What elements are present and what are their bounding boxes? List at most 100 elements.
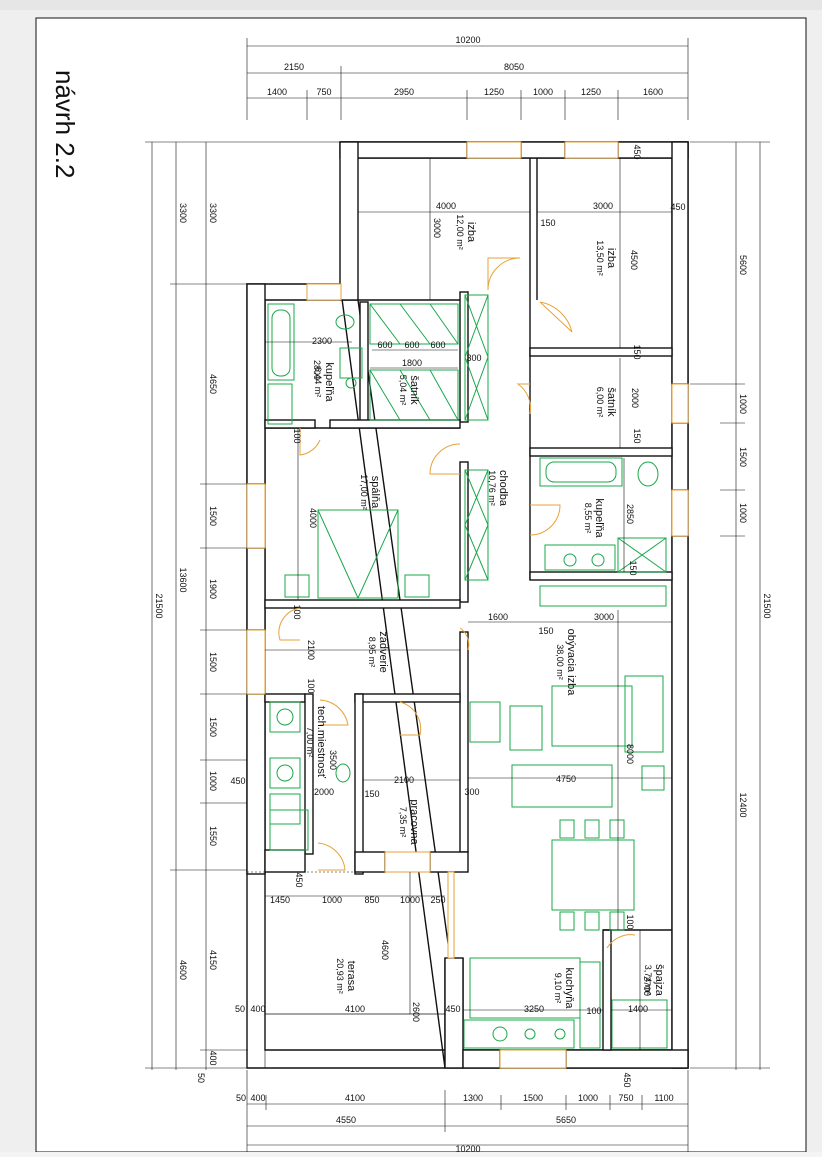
room-area: 17,00 m² — [359, 474, 369, 510]
dim-bot-total: 10200 — [455, 1144, 480, 1152]
room-name: izba — [465, 222, 477, 243]
dim-1400: 1400 — [628, 1004, 648, 1014]
dim-zad-h: 2100 — [306, 640, 316, 660]
dim-top-2950: 2950 — [394, 87, 414, 97]
dim-left-1000: 1000 — [208, 771, 218, 791]
room-name: kuchyňa — [563, 968, 575, 1010]
dim-izba1-w: 4000 — [436, 201, 456, 211]
dim-bot-4550: 4550 — [336, 1115, 356, 1125]
dim-top-1250b: 1250 — [581, 87, 601, 97]
room-area: 13,50 m² — [595, 240, 605, 276]
dim-150e: 150 — [538, 626, 553, 636]
dim-bot-400: 400 — [250, 1093, 265, 1103]
dim-100c: 100 — [306, 678, 316, 693]
room-name: izba — [605, 248, 617, 269]
dim-spal-h: 4000 — [308, 508, 318, 528]
room-name: špajza — [653, 964, 665, 997]
dims-top: 10200 2150 8050 1400 750 2950 1250 1000 … — [246, 35, 689, 120]
drawing-frame — [35, 17, 807, 1153]
room-area: 9,10 m² — [553, 973, 563, 1004]
dim-bot-1000: 1000 — [578, 1093, 598, 1103]
room-name: tech.miestnosť — [315, 706, 327, 779]
room-spajza: špajza 3,74 m² — [643, 964, 665, 997]
dim-left-4600: 4600 — [178, 960, 188, 980]
room-area: 12,00 m² — [455, 214, 465, 250]
room-izba-1: izba 12,00 m² — [455, 214, 477, 250]
room-name: spálňa — [369, 476, 381, 509]
dim-left-3300b: 3300 — [208, 203, 218, 223]
furniture — [267, 294, 668, 1049]
room-name: kupeľňa — [593, 498, 605, 538]
dim-3000: 3000 — [594, 612, 614, 622]
dim-left-1550: 1550 — [208, 826, 218, 846]
dim-bot-4100: 4100 — [345, 1093, 365, 1103]
room-area: 7,35 m² — [398, 807, 408, 838]
dim-450c: 450 — [230, 776, 245, 786]
dim-150d: 150 — [628, 560, 638, 575]
room-izba-2: izba 13,50 m² — [595, 240, 617, 276]
dim-4750: 4750 — [556, 774, 576, 784]
room-pracovna: pracovna 7,35 m² — [398, 799, 420, 845]
room-name: zádverie — [377, 631, 389, 673]
room-labels: izba 12,00 m² izba 13,50 m² kupeľňa 6,44… — [305, 214, 665, 1009]
room-tech-miestnost: tech.miestnosť 7,00 m² — [305, 706, 327, 779]
dim-450b: 450 — [670, 202, 685, 212]
dim-ter-250: 250 — [430, 895, 445, 905]
dim-ter-1000b: 1000 — [400, 895, 420, 905]
dim-450f: 450 — [622, 1072, 632, 1087]
room-area: 3,74 m² — [643, 965, 653, 996]
room-area: 5,04 m² — [398, 375, 408, 406]
dim-left-50: 50 — [196, 1073, 206, 1083]
dim-sat-600c: 600 — [430, 340, 445, 350]
room-area: 6,00 m² — [595, 387, 605, 418]
room-satnik-2: šatník 6,00 m² — [595, 387, 617, 418]
dim-bot-1300: 1300 — [463, 1093, 483, 1103]
dims-left: 21500 3300 13600 4600 3300 4650 1500 190… — [145, 141, 340, 1083]
room-name: kupeľňa — [323, 362, 335, 402]
dim-top-1000: 1000 — [533, 87, 553, 97]
dim-100e: 100 — [586, 1006, 601, 1016]
dim-left-400: 400 — [208, 1050, 218, 1065]
dim-450a: 450 — [632, 144, 642, 159]
room-terasa: terasa 20,93 m² — [335, 958, 357, 994]
dim-400: 400 — [250, 1004, 265, 1014]
dim-300a: 300 — [466, 353, 481, 363]
room-area: 20,93 m² — [335, 958, 345, 994]
dim-sat-600b: 600 — [404, 340, 419, 350]
dim-sat-w: 1800 — [402, 358, 422, 368]
dim-2700: 2700 — [642, 976, 652, 996]
dim-sat2-h: 2000 — [630, 388, 640, 408]
interior-dims: 4000 3000 3000 4500 450 450 150 2300 280… — [230, 144, 685, 1087]
room-zadverie: zádverie 8,95 m² — [367, 631, 389, 673]
dim-bot-1100: 1100 — [654, 1093, 673, 1103]
dim-right-total: 21500 — [762, 593, 772, 618]
room-area: 38,00 m² — [555, 644, 565, 680]
dim-ter-1000a: 1000 — [322, 895, 342, 905]
dim-left-13600: 13600 — [178, 567, 188, 592]
dim-150a: 150 — [540, 218, 555, 228]
dim-top-total: 10200 — [455, 35, 480, 45]
dim-kup1-h: 2800 — [312, 360, 322, 380]
dims-right: 21500 5600 12400 1000 1500 1000 — [690, 141, 772, 1070]
room-obyvacia-izba: obývacia izba 38,00 m² — [555, 629, 577, 697]
room-name: šatník — [605, 387, 617, 417]
dim-left-3300a: 3300 — [178, 203, 188, 223]
windows — [246, 141, 689, 1069]
top-strip — [0, 0, 822, 10]
room-area: 8,55 m² — [583, 503, 593, 534]
dim-3250: 3250 — [524, 1004, 544, 1014]
dim-right-1000b: 1000 — [738, 503, 748, 523]
plan-title: návrh 2.2 — [50, 70, 80, 178]
dim-tech-h: 3500 — [328, 750, 338, 770]
dim-sat-600a: 600 — [377, 340, 392, 350]
dim-izba2-w: 3000 — [593, 201, 613, 211]
dim-left-1900: 1900 — [208, 579, 218, 599]
room-name: šatník — [408, 375, 420, 405]
dim-150c: 150 — [632, 428, 642, 443]
room-kupelna-1: kupeľňa 6,44 m² — [313, 362, 335, 402]
room-area: 10,76 m² — [487, 470, 497, 506]
dim-kup1-w: 2300 — [312, 336, 332, 346]
dims-bottom: 50 400 4100 1300 1500 1000 750 1100 4550… — [236, 1070, 689, 1154]
